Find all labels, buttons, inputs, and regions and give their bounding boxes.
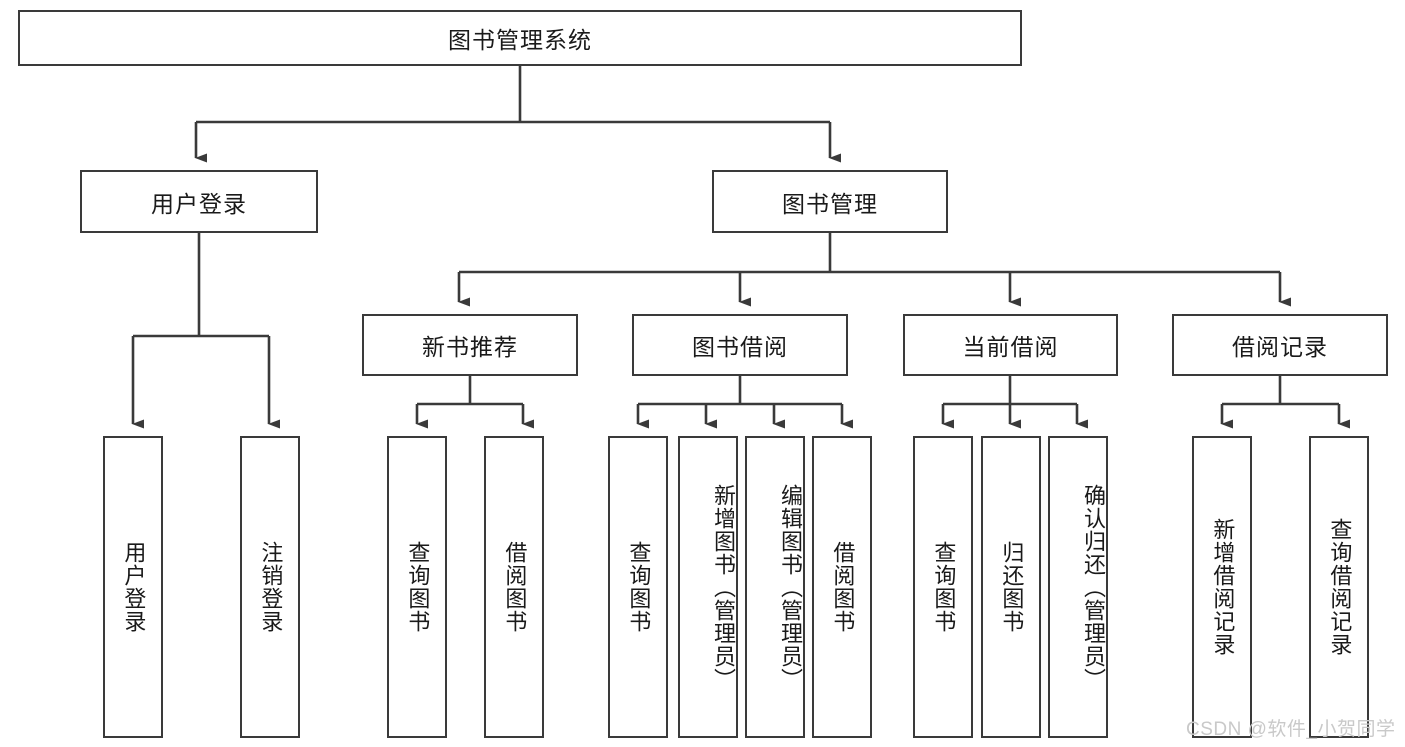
leaf-borrow-record-add-record[interactable]: 新增借阅记录 [1192, 436, 1252, 738]
leaf-book-borrow-borrow-books[interactable]: 借阅图书 [812, 436, 872, 738]
leaf-user-login-signout[interactable]: 注销登录 [240, 436, 300, 738]
leaf-current-borrow-query-books[interactable]: 查询图书 [913, 436, 973, 738]
leaf-borrow-record-query-record[interactable]: 查询借阅记录 [1309, 436, 1369, 738]
leaf-book-borrow-edit-book-admin[interactable]: 编辑图书（管理员） [745, 436, 805, 738]
node-user-login[interactable]: 用户登录 [80, 170, 318, 233]
leaf-book-borrow-query-books[interactable]: 查询图书 [608, 436, 668, 738]
leaf-user-login-signin[interactable]: 用户登录 [103, 436, 163, 738]
node-new-book-recommend[interactable]: 新书推荐 [362, 314, 578, 376]
leaf-current-borrow-return-books[interactable]: 归还图书 [981, 436, 1041, 738]
leaf-book-borrow-add-book-admin[interactable]: 新增图书（管理员） [678, 436, 738, 738]
leaf-new-book-borrow-books[interactable]: 借阅图书 [484, 436, 544, 738]
leaf-new-book-query-books[interactable]: 查询图书 [387, 436, 447, 738]
node-current-borrow[interactable]: 当前借阅 [903, 314, 1118, 376]
leaf-current-borrow-confirm-return-admin[interactable]: 确认归还（管理员） [1048, 436, 1108, 738]
node-book-borrow[interactable]: 图书借阅 [632, 314, 848, 376]
node-book-management[interactable]: 图书管理 [712, 170, 948, 233]
node-borrow-record[interactable]: 借阅记录 [1172, 314, 1388, 376]
node-root-system[interactable]: 图书管理系统 [18, 10, 1022, 66]
